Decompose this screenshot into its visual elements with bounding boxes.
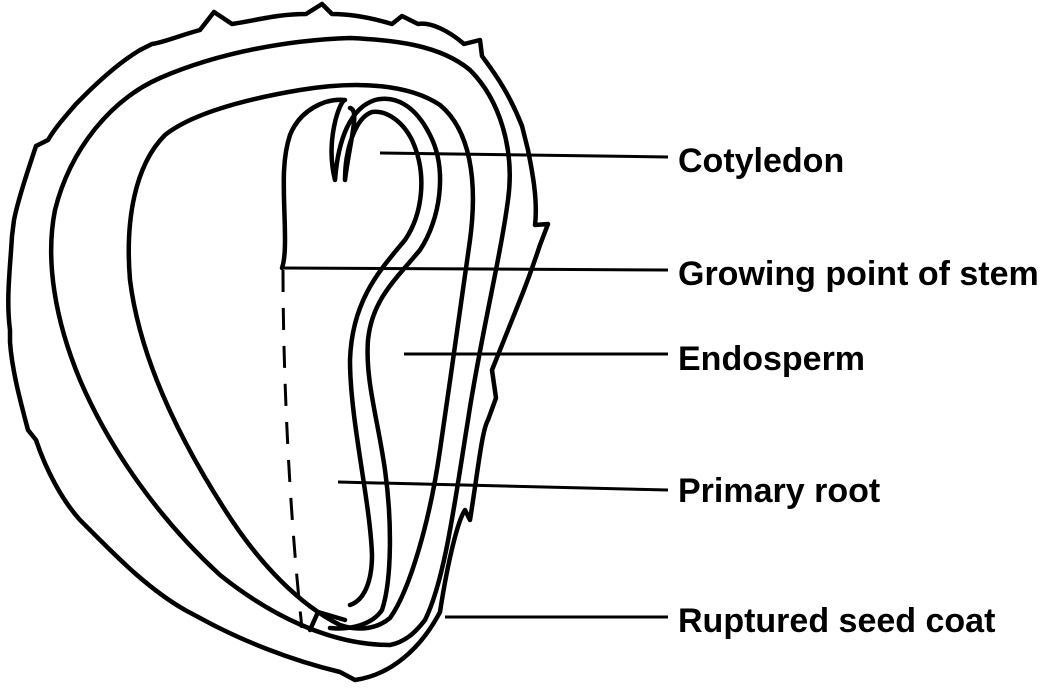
cotyledon-inner-curve [345,108,421,605]
label-primary-root: Primary root [678,472,880,510]
leader-growing-point [283,268,668,270]
label-growing-point: Growing point of stem [678,255,1039,293]
label-cotyledon: Cotyledon [678,142,844,180]
embryo-outline [282,99,440,629]
label-ruptured-seed-coat: Ruptured seed coat [678,602,995,640]
embryo-axis-dashed [283,270,302,628]
inner-coat-outline [51,38,510,645]
label-endosperm: Endosperm [678,340,865,378]
leader-cotyledon [380,153,668,157]
